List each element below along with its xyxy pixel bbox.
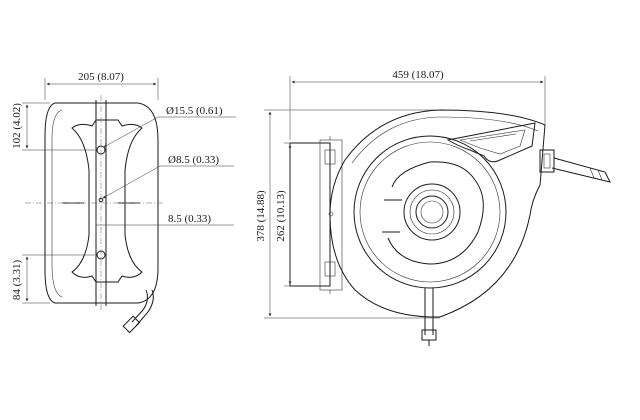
- front-hub-inner: [415, 195, 449, 229]
- side-body-outline: [44, 102, 159, 304]
- front-mount-plate: [289, 142, 331, 287]
- side-hose-fitting: [122, 315, 141, 334]
- front-width-label: 459 (18.07): [392, 69, 444, 81]
- side-view: 205 (8.07) 102 (4.02) 84 (3.31) Ø15.5 (0…: [11, 71, 236, 334]
- front-drum-outer: [353, 135, 507, 289]
- front-mount-flange: [319, 139, 343, 291]
- side-hole-large-label: Ø15.5 (0.61): [166, 105, 223, 117]
- front-housing-outline: [329, 109, 546, 318]
- front-inner-height-label: 262 (10.13): [275, 190, 287, 242]
- side-slot-label: 8.5 (0.33): [168, 213, 211, 225]
- front-handle: [446, 122, 536, 163]
- side-body-inner-rim: [51, 109, 63, 298]
- front-hose-bottom: [424, 288, 434, 335]
- side-hole-small-label: Ø8.5 (0.33): [168, 154, 219, 166]
- front-drum-recess: [387, 161, 484, 265]
- front-hose-right: [551, 157, 611, 183]
- side-bottom-offset-label: 84 (3.31): [11, 260, 23, 301]
- front-hose-fitting: [421, 329, 437, 341]
- front-hose-guide: [539, 149, 555, 173]
- front-hub-outer: [403, 183, 461, 241]
- front-view: 459 (18.07) 378 (14.88) 262 (10.13): [255, 69, 611, 346]
- side-width-label: 205 (8.07): [78, 71, 124, 83]
- side-bracket: [71, 119, 143, 283]
- front-height-label: 378 (14.88): [255, 190, 267, 242]
- side-top-offset-label: 102 (4.02): [11, 103, 23, 149]
- side-hose: [135, 289, 154, 327]
